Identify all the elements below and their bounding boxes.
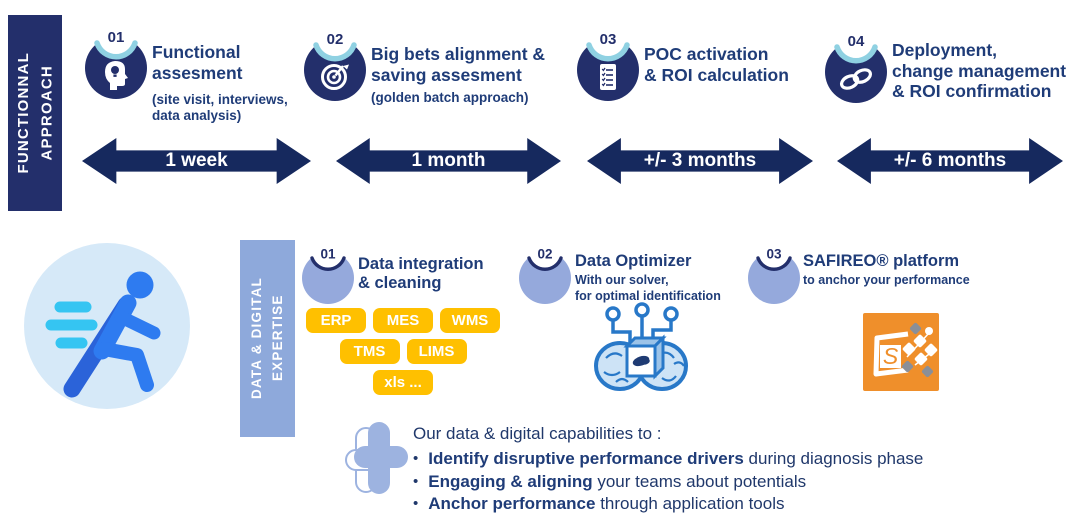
capability-item: • Anchor performance through application… xyxy=(413,493,923,516)
dstep1-title: Data integration & cleaning xyxy=(358,255,484,292)
dstep3-subtitle: to anchor your performance xyxy=(803,273,970,287)
head-lightbulb-icon xyxy=(105,61,128,90)
functional-approach-label: FUNCTIONNAL APPROACH xyxy=(14,52,55,174)
tag-xls: xls ... xyxy=(373,370,433,395)
capability-item: • Engaging & aligning your teams about p… xyxy=(413,471,923,494)
functional-approach-sidebar: FUNCTIONNAL APPROACH xyxy=(8,15,62,211)
checklist-icon xyxy=(600,64,616,90)
step1-badge: 01 xyxy=(85,26,147,99)
tag-tms: TMS xyxy=(339,339,400,364)
duration-arrow-6-months: +/- 6 months xyxy=(837,138,1063,184)
step2-title: Big bets alignment & saving assesment xyxy=(371,44,546,85)
duration-arrow-3-months: +/- 3 months xyxy=(587,138,813,184)
capability-item: • Identify disruptive performance driver… xyxy=(413,448,923,471)
chain-links-icon xyxy=(839,68,873,90)
step3-number: 03 xyxy=(600,31,617,48)
runner-icon xyxy=(24,243,190,409)
system-tags: ERP MES WMS TMS LIMS xls ... xyxy=(300,308,506,401)
dstep3-badge: 03 xyxy=(748,244,800,304)
capabilities-list: • Identify disruptive performance driver… xyxy=(413,448,923,516)
step4-title: Deployment, change management & ROI conf… xyxy=(892,40,1067,102)
bullet-dot: • xyxy=(413,495,419,512)
step2-number: 02 xyxy=(327,31,344,48)
svg-text:S: S xyxy=(883,343,899,369)
bullet-dot: • xyxy=(413,450,419,467)
step4-badge: 04 xyxy=(825,30,887,103)
step2-note: (golden batch approach) xyxy=(371,90,529,105)
data-digital-expertise-sidebar: DATA & DIGITAL EXPERTISE xyxy=(240,240,295,437)
capabilities-block: Our data & digital capabilities to : • I… xyxy=(413,424,923,516)
step2-badge: 02 xyxy=(304,28,366,101)
duration-arrow-1-month: 1 month xyxy=(336,138,561,184)
step1-note: (site visit, interviews, data analysis) xyxy=(152,92,288,124)
dstep2-badge: 02 xyxy=(519,244,571,304)
bullet-dot: • xyxy=(413,472,419,490)
duration-arrow-1-week: 1 week xyxy=(82,138,311,184)
tag-wms: WMS xyxy=(440,308,500,333)
step1-number: 01 xyxy=(108,29,125,46)
step3-badge: 03 xyxy=(577,28,639,101)
step3-title: POC activation & ROI calculation xyxy=(644,44,789,85)
safireo-logo: S xyxy=(863,313,939,391)
dstep1-number: 01 xyxy=(320,247,336,262)
step1-title: Functional assesment xyxy=(152,42,243,83)
target-icon xyxy=(321,64,349,90)
dstep1-badge: 01 xyxy=(302,244,354,304)
tag-lims: LIMS xyxy=(406,339,467,364)
tag-erp: ERP xyxy=(306,308,366,333)
dstep3-number: 03 xyxy=(766,247,782,262)
tag-mes: MES xyxy=(373,308,433,333)
plus-icon xyxy=(345,422,408,494)
dstep2-title: Data Optimizer xyxy=(575,252,692,270)
capabilities-intro: Our data & digital capabilities to : xyxy=(413,424,662,443)
dstep2-subtitle: With our solver, for optimal identificat… xyxy=(575,273,721,303)
dstep2-number: 02 xyxy=(537,247,552,262)
brain-chip-icon xyxy=(594,302,688,391)
data-digital-expertise-label: DATA & DIGITAL EXPERTISE xyxy=(248,277,285,400)
dstep3-title: SAFIREO® platform xyxy=(803,252,960,270)
step4-number: 04 xyxy=(848,33,865,50)
